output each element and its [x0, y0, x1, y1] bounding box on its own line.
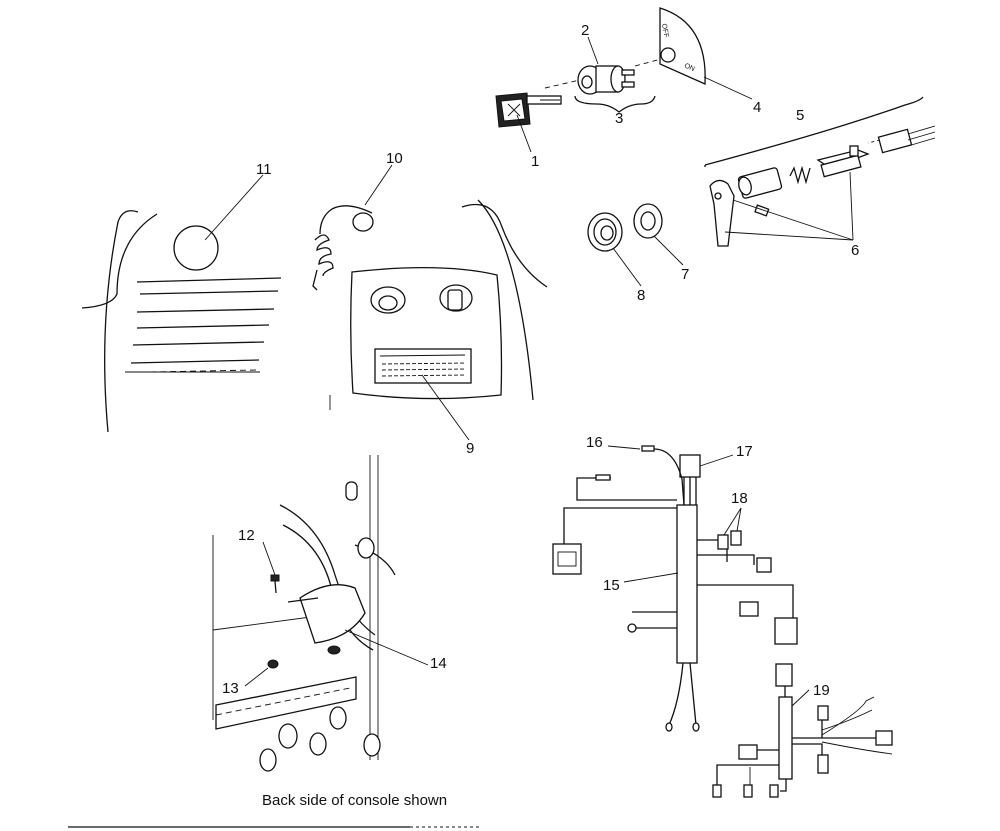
warning-label-part — [374, 348, 472, 384]
console-front-view — [81, 199, 548, 433]
console-back-view — [212, 455, 396, 772]
key-switch-assembly: OFF ON — [495, 7, 706, 128]
callout-9: 9 — [466, 440, 474, 457]
screw-part — [270, 574, 280, 594]
callout-1: 1 — [531, 153, 539, 170]
callout-3: 3 — [615, 110, 623, 127]
callout-15: 15 — [603, 577, 620, 594]
handlebar-switch-assembly — [704, 96, 936, 247]
secondary-wire-harness — [712, 663, 893, 798]
callout-6: 6 — [851, 242, 859, 259]
plate-off-label: OFF — [660, 23, 669, 38]
callout-19: 19 — [813, 682, 830, 699]
diagram-caption: Back side of console shown — [262, 792, 447, 809]
plate-on-label: ON — [683, 62, 695, 73]
nut-part — [587, 212, 623, 252]
callout-14: 14 — [430, 655, 447, 672]
callout-7: 7 — [681, 266, 689, 283]
off-on-plate-part: OFF ON — [659, 7, 706, 85]
callout-4: 4 — [753, 99, 761, 116]
small-nut-part — [267, 659, 279, 669]
callout-5: 5 — [796, 107, 804, 124]
callout-8: 8 — [637, 287, 645, 304]
callout-12: 12 — [238, 527, 255, 544]
callout-11: 11 — [256, 161, 272, 178]
callout-2: 2 — [581, 22, 589, 39]
key-part — [495, 92, 562, 128]
washer-part — [633, 203, 663, 239]
callout-18: 18 — [731, 490, 748, 507]
callout-10: 10 — [386, 150, 403, 167]
ignition-switch-part — [577, 65, 635, 95]
callout-17: 17 — [736, 443, 753, 460]
plug-part — [173, 225, 219, 271]
callout-13: 13 — [222, 680, 239, 697]
main-wire-harness — [552, 445, 798, 732]
callout-labels: 1 2 3 4 5 6 7 8 9 10 11 12 13 14 15 16 1… — [222, 22, 859, 699]
callout-16: 16 — [586, 434, 603, 451]
leader-lines — [204, 36, 854, 707]
tether-cord-part — [312, 205, 374, 291]
